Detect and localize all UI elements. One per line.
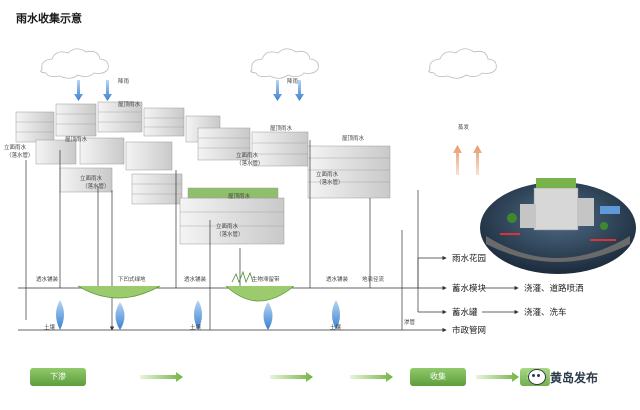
surface-runoff-label: 地表径流 (362, 275, 385, 283)
cloud-icon (428, 48, 497, 79)
roof-rain-label: 屋顶雨水 (118, 100, 141, 108)
watermark-text: 黄岛发布 (550, 370, 599, 385)
seepage-pipe-label: 渗管 (404, 318, 416, 326)
rain-label: 降雨 (287, 77, 299, 85)
evaporation-label: 蒸发 (458, 123, 470, 131)
cloud-icon (40, 48, 109, 79)
building-window-lines (16, 111, 390, 227)
storage-module-label: 蓄水模块 (452, 283, 487, 294)
ground-lines (18, 255, 519, 333)
stage-collect-button[interactable]: 收集 (410, 368, 466, 386)
use-irrigation-car-label: 浇灌、洗车 (524, 307, 567, 318)
bioretention-label: 生物滞留带 (252, 275, 280, 283)
flow-arrow-icon (140, 372, 519, 382)
stage-infiltrate-button[interactable]: 下渗 (30, 368, 86, 386)
roof-rain-label: 屋顶雨水 (228, 192, 251, 200)
facade-rain-label: 立面雨水 (216, 222, 239, 230)
soil-label: 土壤 (44, 323, 56, 331)
facade-rain-label: 立面雨水 (236, 151, 259, 159)
permeable-paving-label: 透水铺装 (184, 275, 207, 283)
wechat-icon (528, 369, 546, 385)
facade-rain-label: （落水管） (236, 159, 264, 167)
soil-label: 土壤 (190, 323, 202, 331)
roof-rain-label: 屋顶雨水 (342, 134, 365, 142)
rain-garden-label: 雨水花园 (452, 253, 486, 264)
sunken-greenbelt-label: 下凹式绿地 (118, 275, 146, 283)
facade-rain-label: 立面雨水 (80, 174, 103, 182)
infiltration-arrow-icon (56, 300, 340, 330)
rain-label: 降雨 (118, 77, 130, 85)
permeable-paving-label: 透水铺装 (36, 275, 59, 283)
evaporation-arrow-icon (453, 145, 482, 175)
residential-buildings (15, 101, 391, 245)
drain-lines (25, 140, 419, 331)
roof-rain-label: 屋顶雨水 (270, 124, 293, 132)
watermark: 黄岛发布 (528, 366, 598, 388)
cloud-icon (250, 48, 319, 79)
facade-rain-label: 立面雨水 (316, 170, 339, 178)
facade-rain-label: （落水管） (216, 230, 244, 238)
roof-rain-label: 屋顶雨水 (65, 135, 88, 143)
sunken-greenbelt (77, 270, 295, 302)
soil-label: 土壤 (330, 323, 342, 331)
page-title: 雨水收集示意 (16, 12, 82, 25)
facade-rain-label: （落水管） (6, 151, 34, 159)
storage-tank-label: 蓄水罐 (452, 307, 478, 318)
facade-rain-label: 立面雨水 (4, 143, 27, 151)
campus-render-inset (480, 178, 636, 274)
use-irrigation-road-label: 浇灌、道路喷洒 (524, 283, 584, 294)
facade-rain-label: （落水管） (82, 182, 110, 190)
rain-arrow-icon (74, 80, 304, 101)
permeable-paving-label: 透水铺装 (326, 275, 349, 283)
facade-rain-label: （落水管） (316, 178, 344, 186)
municipal-network-label: 市政管网 (452, 325, 486, 336)
